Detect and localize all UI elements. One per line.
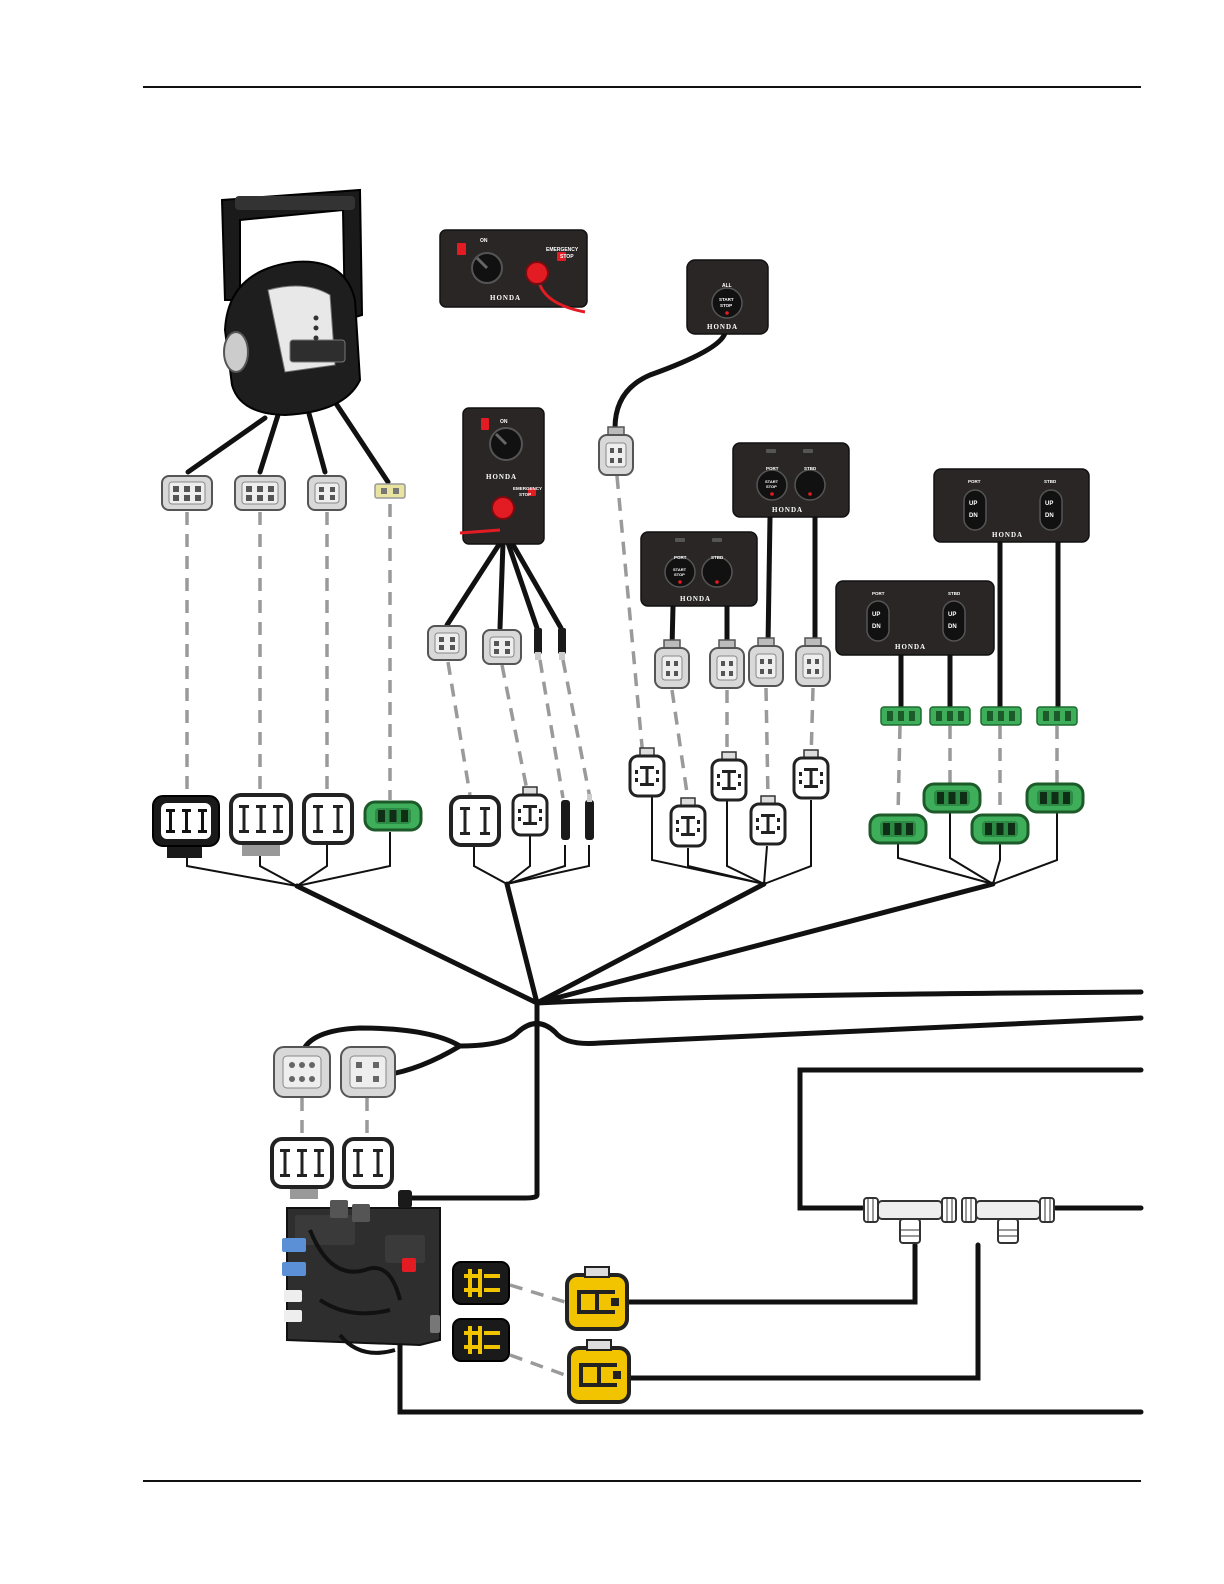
start-small-stbd: STBD	[711, 555, 724, 560]
harness-socket-start-4	[794, 750, 828, 798]
harness-socket-remote-green	[365, 802, 421, 830]
estop-horizontal-panel: ON EMERGENCY STOP HONDA	[440, 230, 587, 312]
estop-v-on: ON	[500, 419, 508, 425]
junction-socket-1	[272, 1139, 332, 1199]
trim-big-up-stbd: UP	[1045, 501, 1053, 507]
start-stop-panel-small: PORT STBD START STOP HONDA	[641, 532, 757, 606]
estop-plug-2	[483, 630, 521, 664]
box-plug-yellow-1	[453, 1262, 509, 1304]
estop-h-on: ON	[480, 238, 488, 244]
estop-v-stop: STOP	[519, 492, 531, 497]
harness-socket-trim-3	[972, 815, 1028, 843]
trim-big-port: PORT	[968, 479, 981, 484]
harness-socket-trim-1	[870, 815, 926, 843]
trim-small-up-port: UP	[872, 612, 880, 618]
estop-vertical-panel: ON HONDA EMERGENCY STOP	[460, 408, 544, 544]
estop-plug-1	[428, 626, 466, 660]
start-big-stop: STOP	[766, 484, 777, 489]
trim-panel-small: PORT STBD UP DN UP DN HONDA	[836, 581, 994, 655]
trim-small-stbd: STBD	[948, 591, 961, 596]
estop-v-emergency: EMERGENCY	[513, 486, 542, 491]
all-switch-plug	[599, 427, 633, 475]
trim-small-port: PORT	[872, 591, 885, 596]
all-label: ALL	[722, 283, 732, 289]
harness-socket-start-1	[671, 798, 705, 846]
estop-h-brand: HONDA	[490, 294, 521, 302]
trim-big-brand: HONDA	[992, 531, 1023, 539]
start-small-plug-stbd	[710, 640, 744, 688]
trim-big-up-port: UP	[969, 501, 977, 507]
trim-big-dn-port: DN	[969, 513, 978, 519]
trim-small-plug-stbd	[930, 707, 970, 725]
junction-box-icon	[282, 1190, 440, 1353]
estop-h-emergency: EMERGENCY	[546, 247, 579, 253]
start-big-plug-port	[749, 638, 783, 686]
start-big-stbd: STBD	[804, 466, 817, 471]
tee-connector-icon-2	[962, 1198, 1054, 1243]
harness-socket-start-2	[712, 752, 746, 800]
junction-socket-2	[344, 1139, 392, 1187]
all-stop-label: STOP	[720, 303, 732, 308]
harness-socket-trim-2	[924, 784, 980, 812]
yellow-socket-2	[569, 1340, 629, 1402]
start-small-port: PORT	[674, 555, 687, 560]
harness-socket-all-switch	[630, 748, 664, 796]
trim-panel-large: PORT STBD UP DN UP DN HONDA	[934, 469, 1089, 542]
start-big-plug-stbd	[796, 638, 830, 686]
all-brand: HONDA	[707, 323, 738, 331]
trim-small-plug-port	[881, 707, 921, 725]
junction-plug-2	[341, 1047, 395, 1097]
harness-bullet-sockets	[561, 794, 594, 840]
remote-plug-yellow-tag	[375, 484, 405, 498]
harness-socket-remote-2	[231, 795, 291, 856]
start-stop-panel-large: PORT STBD START STOP HONDA	[733, 443, 849, 517]
harness-socket-remote-3	[304, 795, 352, 843]
all-start-stop-switch: ALL START STOP HONDA	[687, 260, 768, 334]
trim-big-plug-port	[981, 707, 1021, 725]
start-big-brand: HONDA	[772, 506, 803, 514]
harness-socket-remote-1	[153, 796, 219, 858]
harness-socket-estop-2	[513, 787, 547, 835]
tee-connector-icon	[864, 1198, 956, 1243]
trim-small-dn-port: DN	[872, 624, 881, 630]
start-small-stop: STOP	[674, 572, 685, 577]
harness-socket-trim-4	[1027, 784, 1083, 812]
remote-plug-3	[308, 476, 346, 510]
trim-big-plug-stbd	[1037, 707, 1077, 725]
trim-small-up-stbd: UP	[948, 612, 956, 618]
yellow-socket-1	[567, 1267, 627, 1329]
remote-plug-2	[235, 476, 285, 510]
binnacle-control-icon	[222, 190, 362, 415]
trim-big-dn-stbd: DN	[1045, 513, 1054, 519]
trim-small-brand: HONDA	[895, 643, 926, 651]
estop-bullet-plugs	[534, 628, 566, 660]
junction-plug-1	[274, 1047, 330, 1097]
start-big-port: PORT	[766, 466, 779, 471]
harness-socket-start-3	[751, 796, 785, 844]
box-plug-yellow-2	[453, 1319, 509, 1361]
harness-socket-estop-1	[451, 797, 499, 845]
all-start-label: START	[719, 297, 734, 302]
estop-v-brand: HONDA	[486, 473, 517, 481]
trim-big-stbd: STBD	[1044, 479, 1057, 484]
start-small-plug-port	[655, 640, 689, 688]
trim-small-dn-stbd: DN	[948, 624, 957, 630]
estop-h-stop: STOP	[560, 254, 574, 260]
remote-plug-1	[162, 476, 212, 510]
start-small-brand: HONDA	[680, 595, 711, 603]
